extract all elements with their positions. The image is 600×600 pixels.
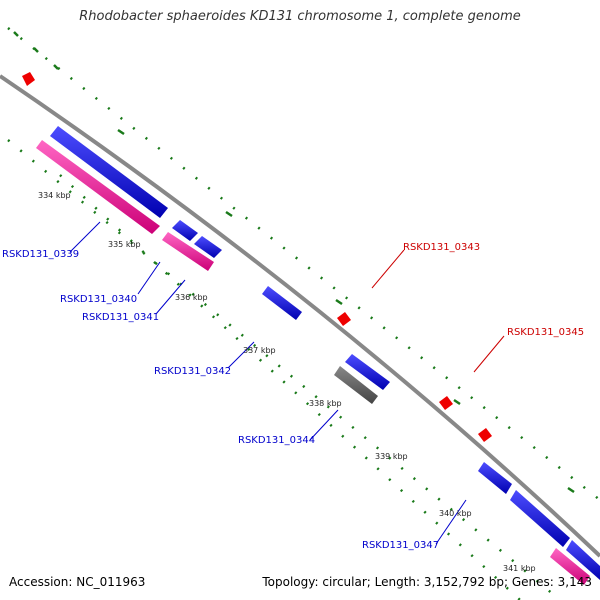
leader-0344	[309, 409, 339, 441]
repeat-markers[interactable]	[22, 72, 492, 442]
gene-0343-forward-cds[interactable]	[345, 354, 390, 390]
gene-label-0343[interactable]: RSKD131_0343	[403, 242, 480, 253]
tick-dash	[117, 128, 125, 136]
gene-labels[interactable]: RSKD131_0339 RSKD131_0340 RSKD131_0341 R…	[2, 242, 584, 551]
gene-0344-other-feature[interactable]	[334, 366, 378, 404]
gene-0340-forward-cds[interactable]	[172, 220, 198, 241]
inner-tick-ring-2	[59, 174, 521, 600]
leader-0341	[155, 279, 186, 315]
inner-tick-ring-1	[7, 139, 561, 600]
gene-0348-forward-cds[interactable]	[566, 540, 600, 580]
tick-dash	[53, 64, 59, 70]
marker-0345-a[interactable]	[439, 396, 453, 410]
tick-label-336: 336 kbp	[175, 293, 208, 302]
tick-dash	[567, 486, 575, 494]
gene-0346-forward-cds[interactable]	[478, 462, 512, 494]
gene-label-0339[interactable]: RSKD131_0339	[2, 249, 79, 260]
marker-0345-b[interactable]	[478, 428, 492, 442]
marker-0343[interactable]	[337, 312, 351, 326]
gene-label-0340[interactable]: RSKD131_0340	[60, 294, 137, 305]
tick-dash	[453, 398, 461, 406]
tick-dashes	[13, 31, 575, 494]
topology-text: Topology: circular; Length: 3,152,792 bp…	[262, 575, 592, 589]
tick-label-337: 337 kbp	[243, 346, 276, 355]
tick-label-334: 334 kbp	[38, 191, 71, 200]
gene-label-0344[interactable]: RSKD131_0344	[238, 435, 315, 446]
leader-0342	[227, 341, 255, 369]
leader-0340	[137, 261, 161, 295]
leader-0345	[473, 335, 505, 373]
gene-0347-forward-cds[interactable]	[510, 490, 570, 547]
gene-label-0347[interactable]: RSKD131_0347	[362, 540, 439, 551]
features[interactable]	[36, 126, 600, 585]
gene-0339-forward-cds[interactable]	[50, 126, 168, 218]
tick-label-341: 341 kbp	[503, 564, 536, 573]
gene-0342-forward-cds[interactable]	[262, 286, 302, 320]
tick-dash	[225, 210, 233, 218]
gene-label-0345[interactable]: RSKD131_0345	[507, 327, 584, 338]
gene-label-0342[interactable]: RSKD131_0342	[154, 366, 231, 377]
gene-0339-reverse-cds[interactable]	[36, 140, 160, 234]
tick-label-340: 340 kbp	[439, 509, 472, 518]
map-title: Rhodobacter sphaeroides KD131 chromosome…	[79, 9, 521, 24]
marker-top[interactable]	[22, 72, 35, 86]
leader-0343	[371, 249, 405, 289]
gene-label-0341[interactable]: RSKD131_0341	[82, 312, 159, 323]
tick-dash	[335, 298, 343, 306]
genome-backbone	[0, 74, 600, 558]
gene-0348-reverse-cds[interactable]	[550, 548, 590, 585]
outer-tick-ring-1	[7, 27, 600, 501]
tick-label-338: 338 kbp	[309, 399, 342, 408]
tick-label-335: 335 kbp	[108, 240, 141, 249]
outer-tick-ring-2	[30, 44, 600, 430]
kbp-labels: 334 kbp 335 kbp 336 kbp 337 kbp 338 kbp …	[38, 191, 536, 573]
gene-0340b-forward-cds[interactable]	[194, 236, 222, 258]
tick-label-339: 339 kbp	[375, 452, 408, 461]
leader-lines	[69, 221, 505, 545]
gene-0341-reverse-cds[interactable]	[162, 232, 214, 271]
leader-0347	[435, 499, 467, 545]
accession-text: Accession: NC_011963	[9, 575, 146, 589]
tick-dash	[13, 31, 19, 37]
leader-0339	[69, 221, 101, 253]
tick-dash	[33, 47, 39, 53]
